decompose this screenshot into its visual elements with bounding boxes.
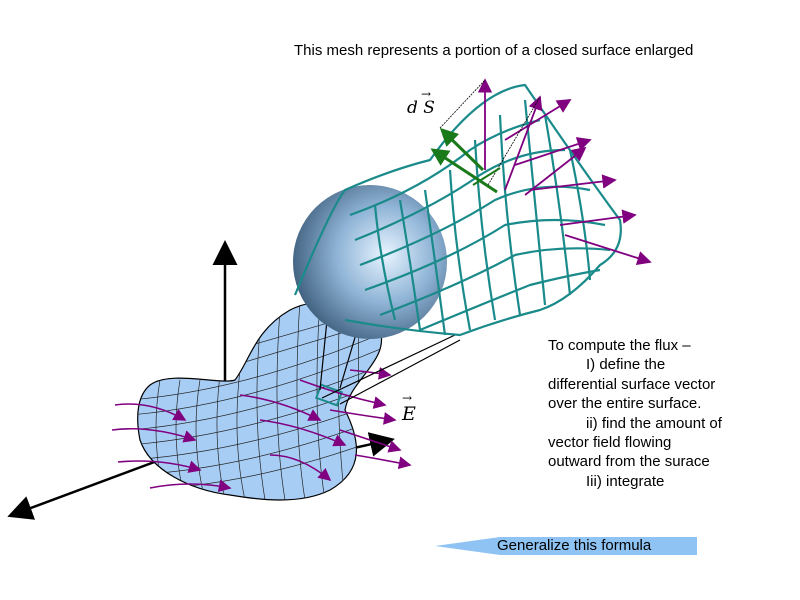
flux-steps: To compute the flux – I) define the diff… — [548, 336, 722, 491]
vector-arrow-icon: → — [421, 87, 432, 101]
dS-text: d S — [407, 98, 435, 118]
generalize-formula-button[interactable]: Generalize this formula — [435, 536, 697, 556]
step-2-cont: outward from the surace — [548, 453, 710, 471]
projection-lines — [439, 79, 541, 186]
step-1-cont: differential surface vector — [548, 375, 716, 393]
generalize-label: Generalize this formula — [497, 537, 652, 554]
vector-arrow-icon: → — [402, 391, 413, 405]
step-2: ii) find the amount of — [586, 414, 722, 432]
mesh-caption: This mesh represents a portion of a clos… — [294, 42, 694, 59]
step-1: I) define the — [586, 356, 666, 374]
step-1-cont: over the entire surface. — [548, 395, 702, 413]
normal-vectors-dS — [430, 127, 498, 194]
step-2-cont: vector field flowing — [548, 434, 672, 452]
E-label: E → — [402, 391, 416, 425]
step-3: Iii) integrate — [586, 472, 665, 490]
E-text: E — [402, 403, 416, 425]
electric-field-lines — [111, 367, 412, 493]
field-vectors — [477, 78, 652, 266]
step-intro: To compute the flux – — [548, 337, 691, 354]
dS-label: d S → — [407, 87, 435, 118]
left-arrow-icon — [435, 537, 697, 555]
